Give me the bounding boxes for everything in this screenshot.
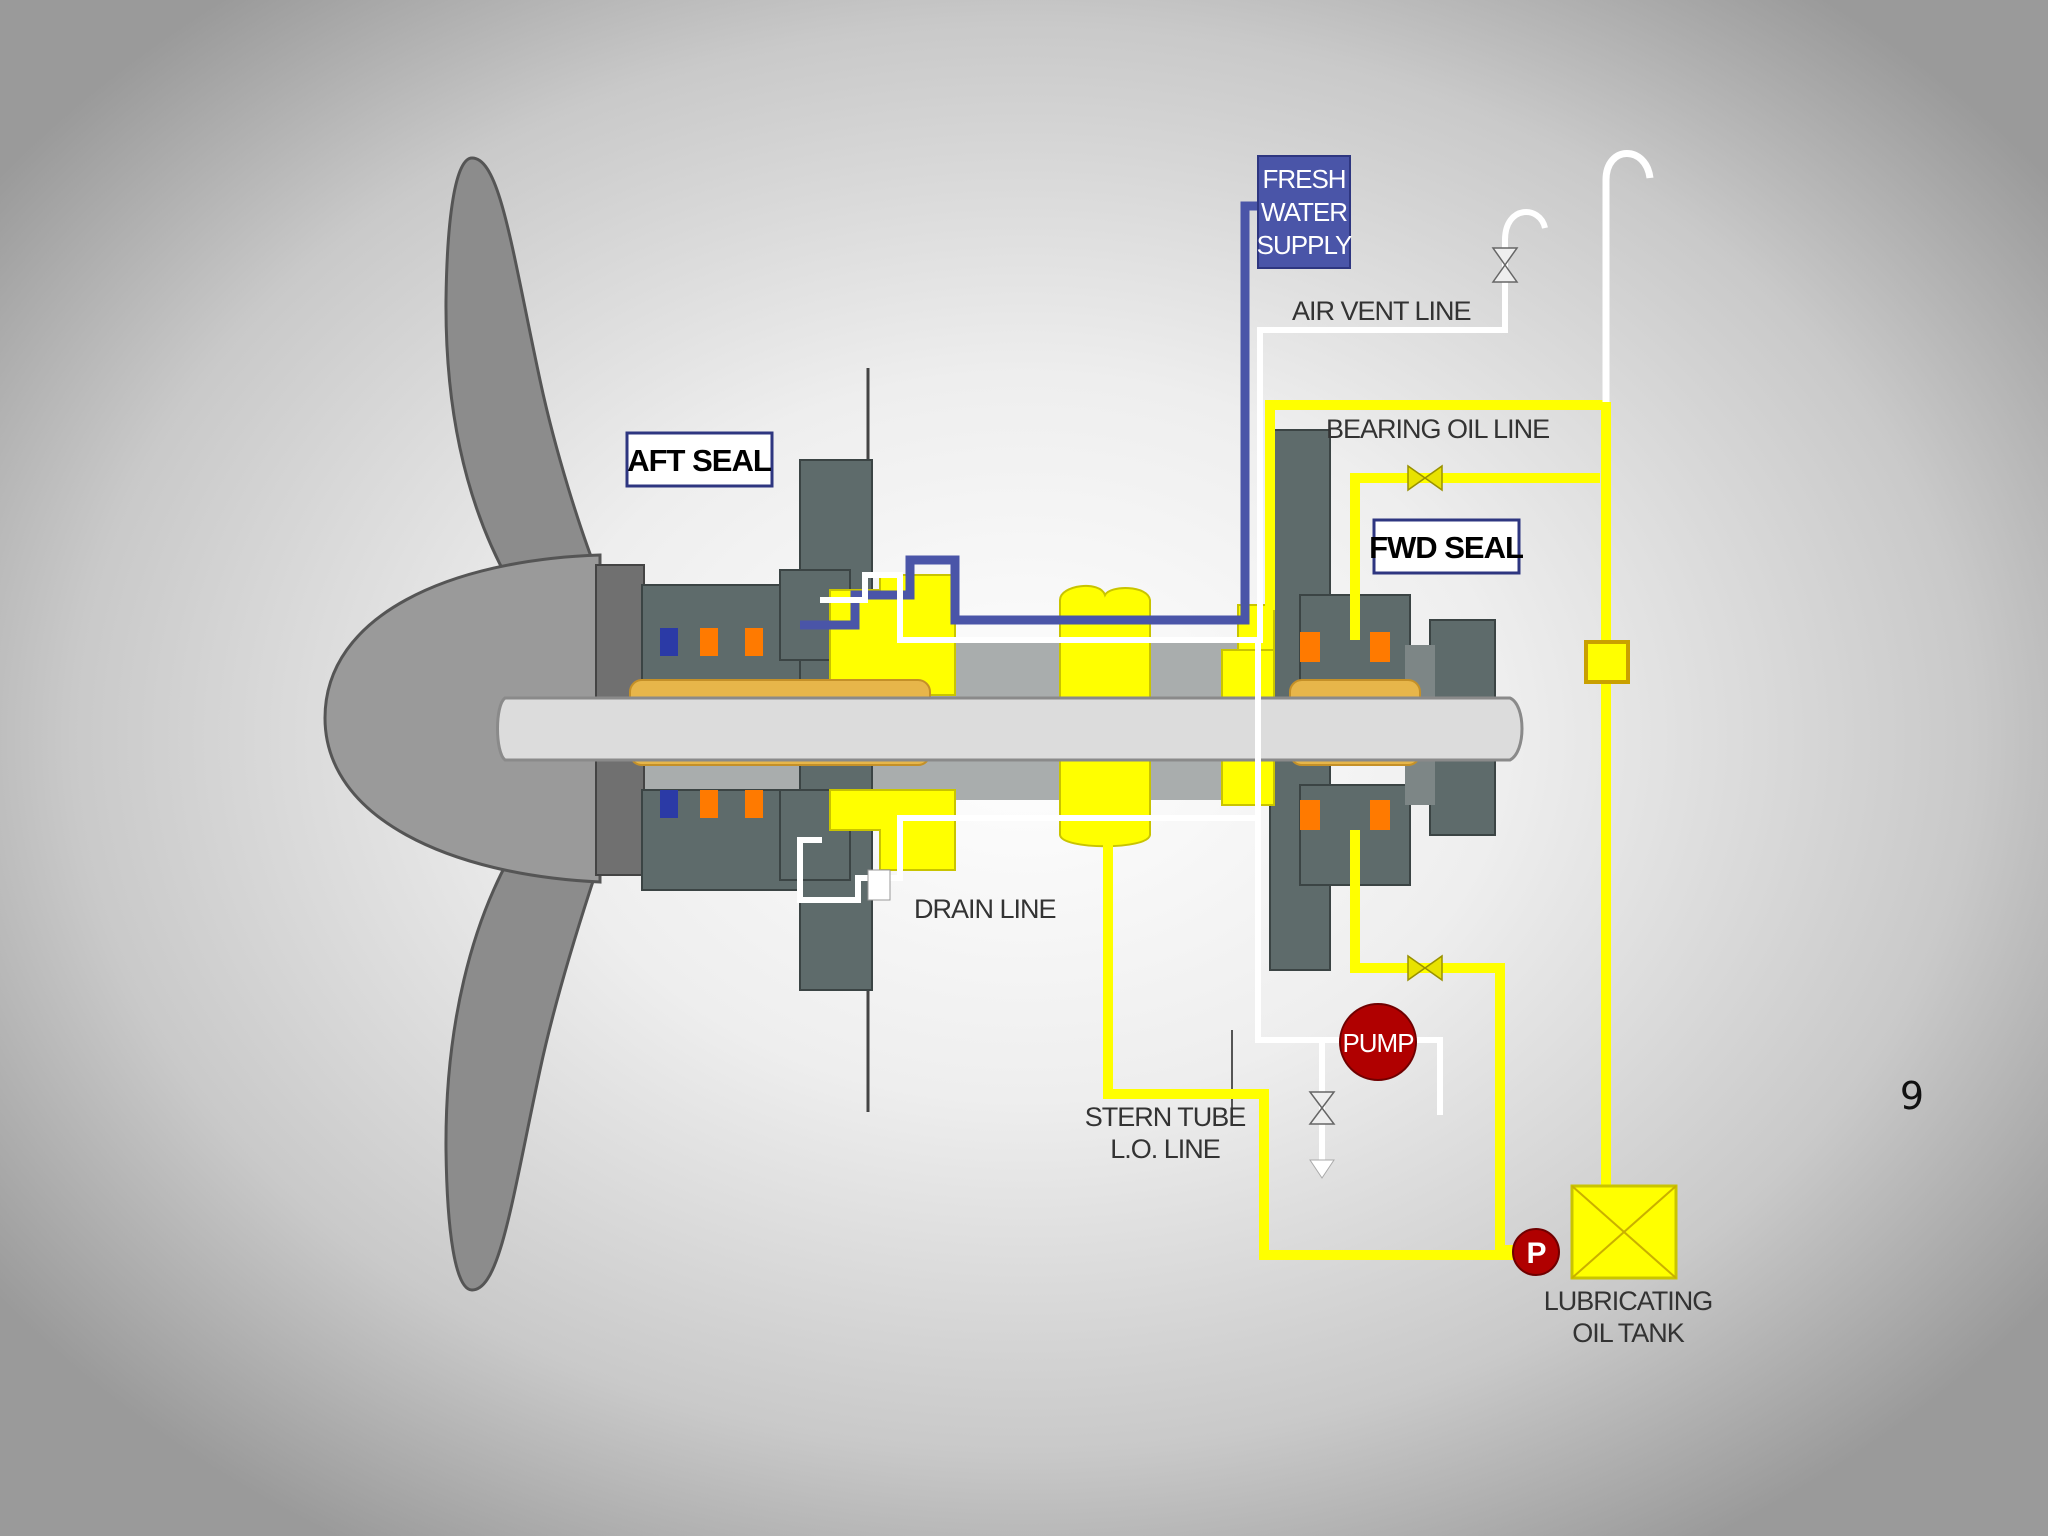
- fwd-seal-ring: [1370, 632, 1390, 662]
- aft-seal-ring: [745, 628, 763, 656]
- drain-outlet-arrow: [1309, 1159, 1335, 1179]
- pump-label: PUMP: [1342, 1028, 1413, 1058]
- air-vent-gooseneck: [1502, 209, 1548, 241]
- drain-fitting: [867, 869, 891, 901]
- drain-valve: [1308, 1091, 1336, 1125]
- fwd-seal-ring: [1370, 800, 1390, 830]
- aft-seal-ring: [660, 628, 678, 656]
- aft-seal-ring: [700, 790, 718, 818]
- fwd-seal-ring: [1300, 632, 1320, 662]
- lub-tank-label-line1: LUBRICATING: [1544, 1286, 1713, 1316]
- return-oil-valve: [1407, 954, 1443, 982]
- pressure-gauge: P: [1512, 1228, 1560, 1276]
- air-vent-line: [820, 240, 1508, 643]
- propeller-hub: [323, 553, 602, 884]
- aft-seal-ring: [700, 628, 718, 656]
- fresh-water-label-line1: FRESH: [1262, 164, 1345, 194]
- stern-tube-lo-line: [1103, 840, 1515, 1260]
- propeller-blade-lower: [444, 838, 602, 1292]
- fwd-seal-label: FWD SEAL: [1369, 530, 1523, 565]
- lub-tank-label-line2: OIL TANK: [1572, 1318, 1685, 1348]
- propeller-blade-upper: [444, 156, 603, 602]
- aft-seal-ring: [745, 790, 763, 818]
- page-number: 9: [1899, 1074, 1924, 1118]
- fwd-seal-ring: [1300, 800, 1320, 830]
- fresh-water-supply-line: [800, 201, 1265, 630]
- fresh-water-label-line3: SUPPLY: [1257, 230, 1352, 260]
- bearing-oil-line-upper: [1265, 400, 1606, 610]
- drain-line-label: DRAIN LINE: [914, 894, 1056, 924]
- pump: PUMP: [1339, 1003, 1417, 1081]
- pressure-gauge-label: P: [1526, 1237, 1545, 1270]
- aft-seal-ring: [660, 790, 678, 818]
- propeller-shaft: [496, 696, 1524, 762]
- aft-seal-label-box: AFT SEAL: [625, 431, 774, 488]
- drain-line: [797, 640, 1261, 903]
- bearing-oil-line-label: BEARING OIL LINE: [1326, 414, 1549, 444]
- fresh-water-supply-box: FRESH WATER SUPPLY: [1257, 155, 1353, 269]
- stern-tube-label-line1: STERN TUBE: [1085, 1102, 1246, 1132]
- bearing-oil-valve: [1407, 464, 1443, 492]
- air-vent-valve: [1491, 247, 1519, 283]
- fresh-water-label-line2: WATER: [1261, 197, 1347, 227]
- fwd-seal-label-box: FWD SEAL: [1369, 518, 1524, 575]
- bearing-oil-line-to-seal: [1350, 473, 1600, 640]
- aft-seal-label: AFT SEAL: [627, 443, 771, 478]
- lubricating-oil-tank: [1570, 1184, 1678, 1280]
- stern-tube-label-line2: L.O. LINE: [1110, 1134, 1220, 1164]
- air-vent-line-label: AIR VENT LINE: [1292, 296, 1471, 326]
- tank-vent-gooseneck: [1602, 150, 1654, 181]
- oil-strainer: [1584, 640, 1630, 684]
